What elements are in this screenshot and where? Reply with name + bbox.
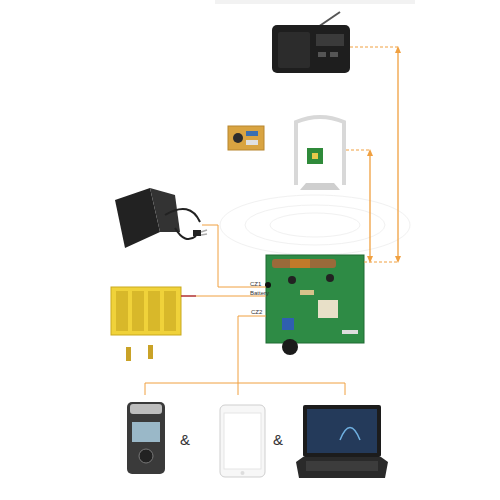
radio-button	[318, 52, 326, 57]
antenna-frame	[296, 117, 344, 190]
component	[246, 131, 258, 136]
audio-wire	[238, 316, 266, 383]
radio-antenna	[318, 12, 340, 27]
component	[233, 133, 243, 143]
radio-dial	[316, 34, 344, 46]
phone-button	[241, 471, 245, 475]
adapter-cable	[165, 209, 200, 222]
recorder-body	[127, 402, 165, 474]
holder-slot	[116, 291, 128, 331]
radio-speaker	[278, 32, 310, 68]
chip	[318, 300, 338, 318]
recorder	[127, 402, 165, 474]
recorder-mic	[130, 404, 162, 414]
adapter-cable	[175, 228, 196, 239]
dashed-wire	[346, 150, 370, 151]
ferrite-coil	[272, 259, 336, 268]
ampersand: &	[273, 432, 283, 447]
recorder-dial	[139, 449, 153, 463]
holder-slot	[132, 291, 144, 331]
phone-body	[220, 405, 265, 477]
capacitor	[326, 274, 334, 282]
arrow-head	[367, 256, 373, 263]
adapter-pin	[201, 234, 207, 235]
signal-arrow	[397, 50, 398, 259]
standoff	[148, 345, 153, 359]
dashed-wire	[364, 262, 398, 263]
laptop-screen	[307, 409, 377, 453]
frame-loop	[296, 117, 344, 185]
dashed-wire	[350, 47, 398, 48]
radio	[272, 12, 350, 73]
phone	[220, 405, 265, 477]
arrow-head	[367, 149, 373, 156]
glow-ring	[220, 195, 410, 255]
capacitor	[288, 276, 296, 284]
audio-wire	[145, 383, 345, 384]
resistor	[300, 290, 314, 295]
battery-holder	[111, 287, 196, 361]
laptop	[296, 405, 388, 478]
component	[246, 140, 258, 145]
silkscreen	[342, 330, 358, 334]
signal-arrow	[369, 153, 370, 259]
adapter-pin	[201, 230, 207, 232]
power-adapter	[115, 188, 207, 248]
receiver-board	[228, 126, 264, 150]
transmitter-board	[265, 255, 364, 355]
laptop-keyboard	[306, 461, 378, 471]
connector-label: CZ1	[250, 281, 261, 287]
frame-stand	[300, 183, 340, 190]
laptop-base	[296, 457, 388, 478]
connector-label: Battery	[250, 290, 269, 296]
holder-wire	[181, 295, 196, 297]
arrow-head	[395, 256, 401, 263]
knob	[282, 339, 298, 355]
coil-winding	[290, 259, 310, 268]
laptop-lid	[303, 405, 381, 457]
holder-slot	[164, 291, 176, 331]
radio-body	[272, 25, 350, 73]
glow-ring	[245, 205, 385, 245]
holder-body	[111, 287, 181, 335]
glow-ring	[270, 213, 360, 237]
connector-label: CZ2	[251, 309, 262, 315]
ampersand: &	[180, 432, 190, 447]
recorder-screen	[132, 422, 160, 442]
holder-slot	[148, 291, 160, 331]
connection-lines	[145, 47, 398, 395]
frame-board	[307, 148, 323, 164]
frame-chip	[312, 153, 318, 159]
trimmer	[282, 318, 294, 330]
power-wire	[202, 225, 266, 287]
board	[266, 255, 364, 343]
glow	[220, 195, 410, 255]
screen-graph	[340, 428, 360, 441]
audio-wire	[145, 383, 345, 395]
board	[228, 126, 264, 150]
radio-button	[330, 52, 338, 57]
standoff	[126, 347, 131, 361]
top-strip	[215, 0, 415, 4]
phone-screen	[224, 413, 261, 469]
arrow-head	[395, 46, 401, 53]
adapter-plug	[193, 230, 201, 236]
arrow-heads	[367, 46, 401, 263]
